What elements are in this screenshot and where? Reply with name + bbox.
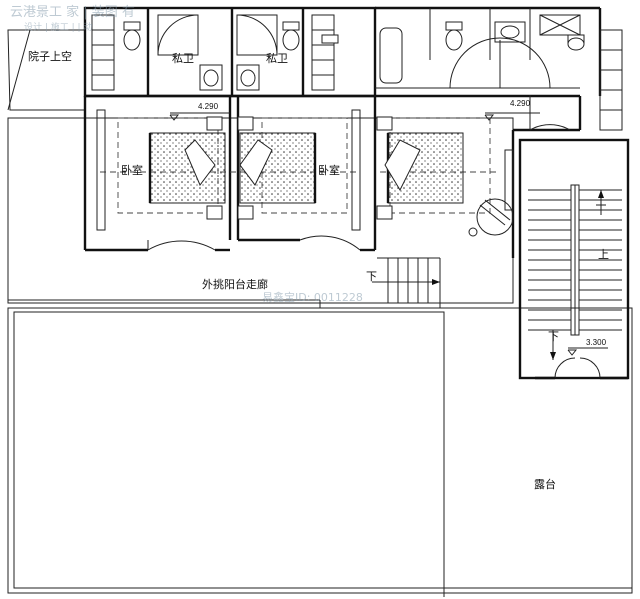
elevation-markers (169, 112, 608, 356)
down-label-2: 下 (548, 330, 559, 343)
bedroom-1-label: 卧室 (121, 163, 143, 177)
corridor-label: 外挑阳台走廊 (202, 277, 268, 291)
wardrobe-lines (96, 109, 514, 231)
elevation-stair-landing: 3.300 (586, 338, 607, 347)
stair-arrows (550, 190, 606, 360)
courtyard-void-label: 院子上空 (28, 49, 72, 63)
elevation-bedroom-left: 4.290 (198, 102, 219, 111)
down-label-1: 下 (366, 270, 377, 283)
beds (148, 116, 464, 220)
private-bath-1-label: 私卫 (172, 52, 194, 65)
watermark-top-left-sub: 设计 | 施工 | | 动 (24, 21, 92, 33)
stair-treads (528, 189, 622, 331)
bathroom-block (83, 6, 602, 98)
chair-symbol (468, 198, 514, 237)
bath-fixtures (123, 14, 585, 91)
private-bath-2-label: 私卫 (266, 52, 288, 65)
stairwell (518, 138, 630, 380)
terrace-label: 露台 (534, 477, 556, 491)
bedroom-2-label: 卧室 (318, 163, 340, 177)
up-label: 上 (598, 248, 609, 261)
courtyard-void (7, 29, 86, 111)
watermark-center: 易鑫宝ID: 0011228 (262, 290, 363, 304)
corridor-steps (372, 258, 440, 303)
landing-door (535, 357, 628, 380)
watermark-top-left: 云港景工 家 | 装图 有 (10, 4, 135, 20)
elevation-bedroom-right: 4.290 (510, 99, 531, 108)
shelving (91, 14, 623, 131)
terrace-outline (7, 307, 633, 597)
